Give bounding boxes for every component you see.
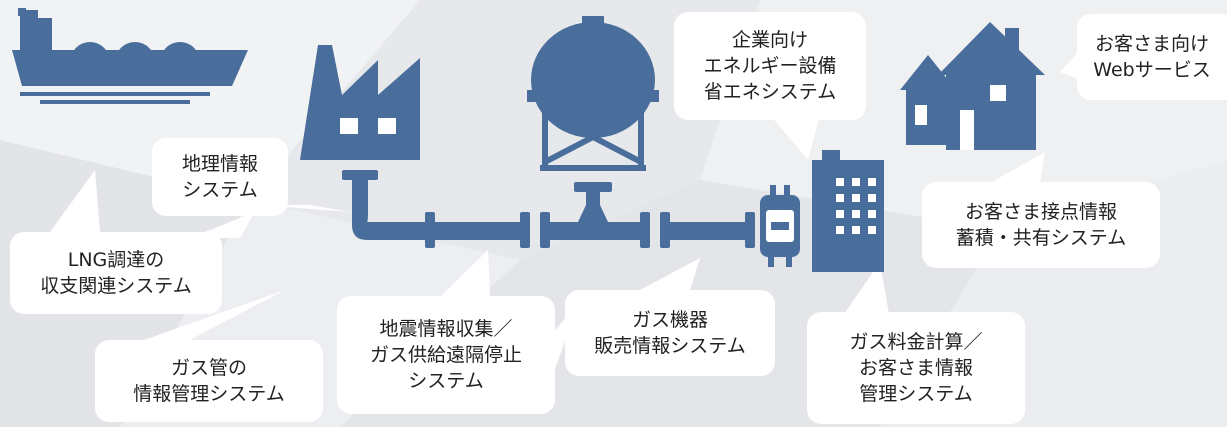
gas-meter-icon bbox=[760, 185, 800, 267]
contact-line-1: お客さま接点情報 bbox=[964, 201, 1117, 223]
lng-line-2: 収支関連システム bbox=[40, 275, 192, 297]
corporate-line-2: エネルギー設備 bbox=[703, 55, 837, 77]
bubble-pipe-info-system: ガス管の 情報管理システム bbox=[95, 340, 323, 422]
bubble-corporate-system: 企業向け エネルギー設備 省エネシステム bbox=[674, 12, 866, 120]
bubble-web-service: お客さま向け Webサービス bbox=[1077, 14, 1227, 100]
corporate-line-3: 省エネシステム bbox=[703, 81, 837, 103]
pipe-info-line-1: ガス管の bbox=[170, 357, 247, 379]
gas-holder-tank-icon bbox=[527, 16, 659, 171]
lng-tanker-ship-icon bbox=[12, 8, 248, 104]
appliance-line-1: ガス機器 bbox=[631, 309, 708, 331]
bubble-lng-system: LNG調達の 収支関連システム bbox=[10, 232, 222, 314]
earthquake-line-1: 地震情報収集／ bbox=[379, 318, 513, 340]
pipe-info-line-2: 情報管理システム bbox=[133, 383, 285, 405]
gas-pipeline-icon bbox=[342, 170, 755, 248]
bubble-earthquake-system: 地震情報収集／ ガス供給遠隔停止 システム bbox=[337, 296, 555, 414]
bubble-billing-system: ガス料金計算／ お客さま情報 管理システム bbox=[807, 312, 1025, 424]
appliance-line-2: 販売情報システム bbox=[594, 335, 746, 357]
lng-line-1: LNG調達の bbox=[67, 249, 165, 271]
bubble-appliance-system: ガス機器 販売情報システム bbox=[565, 290, 775, 376]
billing-line-3: 管理システム bbox=[859, 383, 973, 405]
earthquake-line-2: ガス供給遠隔停止 bbox=[369, 344, 522, 366]
corporate-line-1: 企業向け bbox=[731, 29, 808, 51]
bubble-contact-system: お客さま接点情報 蓄積・共有システム bbox=[922, 182, 1160, 268]
gis-line-2: システム bbox=[182, 179, 258, 201]
office-building-icon bbox=[812, 150, 884, 272]
bubble-gis-system: 地理情報 システム bbox=[152, 138, 288, 216]
houses-icon bbox=[900, 22, 1045, 150]
billing-line-1: ガス料金計算／ bbox=[849, 331, 983, 353]
billing-line-2: お客さま情報 bbox=[858, 357, 973, 379]
gis-line-1: 地理情報 bbox=[181, 153, 258, 175]
factory-icon bbox=[300, 45, 420, 160]
web-line-1: お客さま向け bbox=[1094, 33, 1209, 55]
contact-line-2: 蓄積・共有システム bbox=[955, 227, 1127, 249]
web-line-2: Webサービス bbox=[1093, 59, 1211, 81]
earthquake-line-3: システム bbox=[408, 370, 484, 392]
